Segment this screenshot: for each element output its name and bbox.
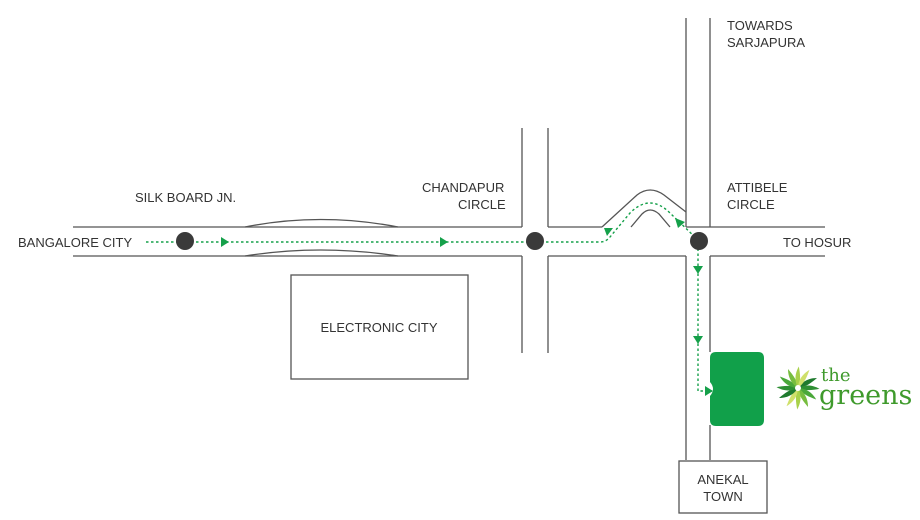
towards-label-line2: SARJAPURA [727,35,805,50]
silk-board-label: SILK BOARD JN. [135,190,236,205]
roads [73,18,825,460]
attibele-label-line1: ATTIBELE [727,180,788,195]
route-path [146,202,712,392]
logo-petal [786,388,798,407]
triangle-arrow-icon [221,237,229,247]
logo-petal [779,376,798,388]
loop-ramp-outer [601,189,687,228]
attibele-label-line2: CIRCLE [727,197,775,212]
junction-dot-icon-attibele [690,232,708,250]
flyover-top [244,218,399,228]
triangle-arrow-icon [693,266,703,274]
brand-greens-text: greens [819,380,912,411]
triangle-arrow-icon [675,218,685,228]
loop-ramp-inner [630,209,671,228]
anekal-label-line1: ANEKAL [697,472,748,487]
chandapur-label-line2: CIRCLE [458,197,506,212]
logo-petal [798,378,817,388]
brand-logo: the greens [776,365,912,411]
electronic-city-label: ELECTRONIC CITY [320,320,437,335]
triangle-arrow-icon [440,237,448,247]
chandapur-label-line1: CHANDAPUR [422,180,504,195]
logo-petal [798,388,817,400]
pinwheel-flower-icon [776,366,820,410]
junction-dot-icon-silk-board [176,232,194,250]
logo-petal [788,369,798,388]
logo-center [795,385,801,391]
towards-label-line1: TOWARDS [727,18,793,33]
chandapur-road [521,128,549,353]
electronic-city-block [290,274,469,380]
bangalore-city-label: BANGALORE CITY [18,235,132,250]
junction-dot-icon-chandapur [526,232,544,250]
flyover-bottom [244,249,399,257]
sarjapura-anekal-road [685,18,711,460]
logo-petal [798,388,808,407]
brand-the-text: the [821,365,850,386]
anekal-town-box [678,460,768,514]
destination-marker [710,352,764,426]
logo-petal [798,369,810,388]
anekal-label-line2: TOWN [703,489,742,504]
logo-petal [779,388,798,398]
triangle-arrow-icon [693,336,703,344]
triangle-arrow-icon [604,228,613,236]
triangle-arrow-icon [705,386,713,396]
to-hosur-label: TO HOSUR [783,235,851,250]
